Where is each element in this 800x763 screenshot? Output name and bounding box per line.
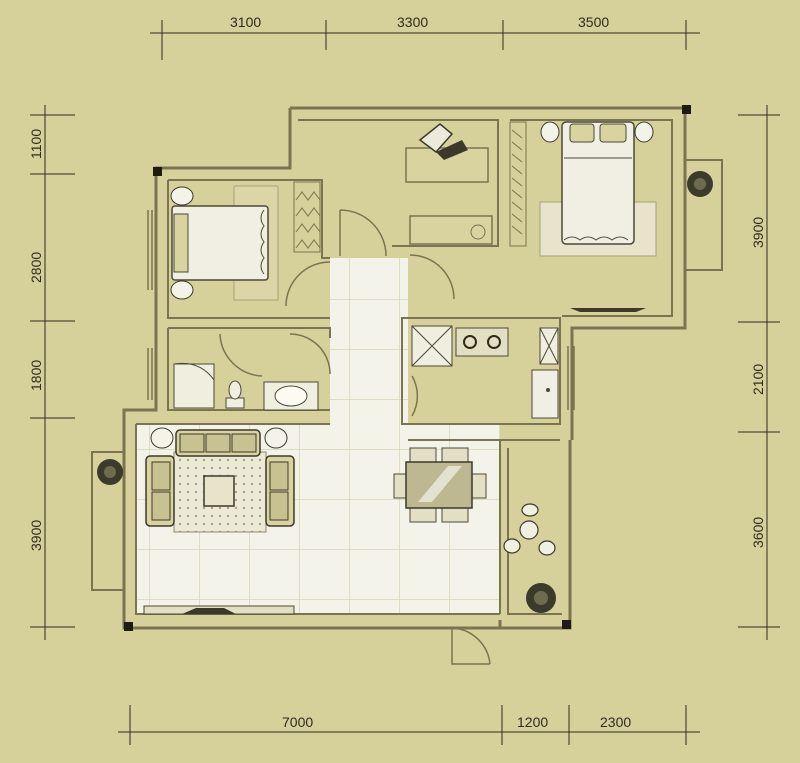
dimension-bottom [118,705,700,745]
wall-columns [124,105,691,631]
double-bed-icon [539,121,657,312]
dim-top-1: 3100 [230,14,261,30]
dimension-top [150,20,700,60]
single-bed-icon [170,185,279,301]
door-icon [219,209,491,665]
coffee-table-icon [203,475,235,507]
toilet-icon [225,380,245,409]
dim-bottom-3: 2300 [600,714,631,730]
dim-bottom-2: 1200 [517,714,548,730]
dim-top-2: 3300 [397,14,428,30]
dim-left-4: 3900 [28,520,44,551]
dining-table-icon [393,447,487,523]
washbasin-icon [263,381,319,411]
office-chair-icon [418,123,468,160]
dim-top-3: 3500 [578,14,609,30]
dimension-left [30,105,75,640]
tv-cabinet-icon [143,605,295,615]
dim-right-3: 3600 [750,517,766,548]
shower-icon [173,362,215,409]
dim-left-1: 1100 [28,129,44,159]
sink-icon [531,327,559,419]
dim-bottom-1: 7000 [282,714,313,730]
desk-icon [405,147,493,245]
plant-icon [97,171,713,613]
dim-right-1: 3900 [750,217,766,248]
dimension-right [738,105,780,640]
dim-left-2: 2800 [28,252,44,283]
dim-left-3: 1800 [28,360,44,391]
stove-icon [411,325,509,367]
wardrobe-icon [293,121,527,253]
dim-right-2: 2100 [750,364,766,395]
walls [91,106,723,630]
balcony-chair-icon [503,503,556,556]
